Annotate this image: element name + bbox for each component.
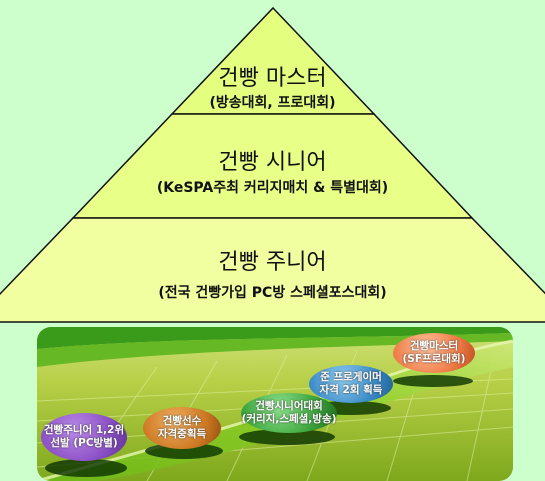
- stage-senior-tournament-line2: (커리지,스페셜,방송): [241, 413, 337, 425]
- stage-senior-tournament: 건빵시니어대회 (커리지,스페셜,방송): [241, 393, 337, 433]
- stage-senior-tournament-line1: 건빵시니어대회: [255, 400, 323, 412]
- tier-senior-title: 건빵 시니어: [218, 150, 327, 175]
- stage-semi-pro-line1: 준 프로게이머: [320, 371, 382, 383]
- career-path-panel: 건빵주니어 1,2위 선발 (PC방별) 건빵선수 자격중획득 건빵시니어대회 …: [37, 327, 513, 481]
- stage-player-qualification-line1: 건빵선수: [162, 415, 202, 427]
- stage-junior-selection-line2: 선발 (PC방별): [50, 437, 118, 449]
- stage-master-line2: (SF프로대회): [402, 353, 466, 365]
- tier-master-title: 건빵 마스터: [218, 66, 327, 91]
- stage-master: 건빵마스터 (SF프로대회): [393, 333, 475, 373]
- stage-junior-selection: 건빵주니어 1,2위 선발 (PC방별): [41, 413, 127, 461]
- pyramid-tier-junior: [0, 217, 545, 323]
- tier-senior-subtitle: (KeSPA주최 커리지매치 & 특별대회): [156, 180, 389, 196]
- tier-junior-title: 건빵 주니어: [218, 250, 327, 275]
- stage-player-qualification-line2: 자격중획득: [157, 428, 207, 440]
- stage-player-qualification: 건빵선수 자격중획득: [143, 407, 221, 449]
- stage-semi-pro-line2: 자격 2회 획득: [319, 384, 383, 396]
- stage-master-line1: 건빵마스터: [409, 340, 459, 352]
- pyramid-diagram: [0, 6, 545, 323]
- stage-junior-selection-line1: 건빵주니어 1,2위: [43, 424, 125, 436]
- stage-semi-pro: 준 프로게이머 자격 2회 획득: [309, 365, 393, 403]
- tier-junior-subtitle: (전국 건빵가입 PC방 스페셜포스대회): [158, 285, 387, 301]
- tier-master-subtitle: (방송대회, 프로대회): [209, 95, 336, 111]
